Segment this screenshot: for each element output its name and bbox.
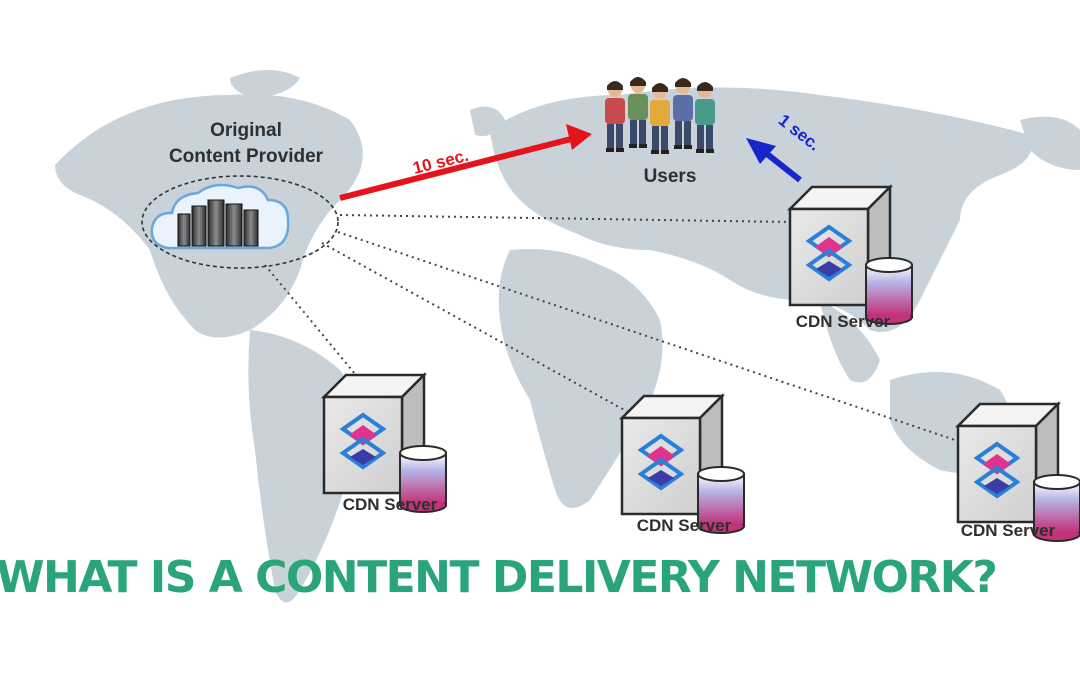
cdn-server-label: CDN Server	[637, 516, 732, 535]
link-to-cdn-south-america	[264, 264, 361, 381]
origin-title-line1: Original	[210, 120, 282, 141]
page-headline: WHAT IS A CONTENT DELIVERY NETWORK?	[0, 552, 998, 603]
cdn-server-africa: CDN Server	[620, 394, 746, 535]
origin-provider: Original Content Provider	[141, 120, 339, 269]
cdn-server-australia: CDN Server	[956, 402, 1080, 543]
users-label: Users	[644, 166, 697, 187]
link-to-cdn-australia	[337, 231, 956, 441]
origin-title-line2: Content Provider	[169, 146, 324, 167]
link-to-cdn-africa	[321, 242, 629, 413]
origin-dashed-ellipse	[141, 175, 339, 269]
cdn-server-cube-icon	[322, 373, 448, 514]
cdn-server-label: CDN Server	[796, 312, 891, 331]
cdn-server-cube-icon	[620, 394, 746, 535]
cdn-server-asia: CDN Server	[788, 185, 914, 331]
cdn-server-south-america: CDN Server	[322, 373, 448, 514]
connection-lines	[264, 214, 956, 441]
cdn-server-label: CDN Server	[343, 495, 438, 514]
cdn-server-label: CDN Server	[961, 521, 1056, 540]
cloud-server-icon	[150, 183, 290, 250]
